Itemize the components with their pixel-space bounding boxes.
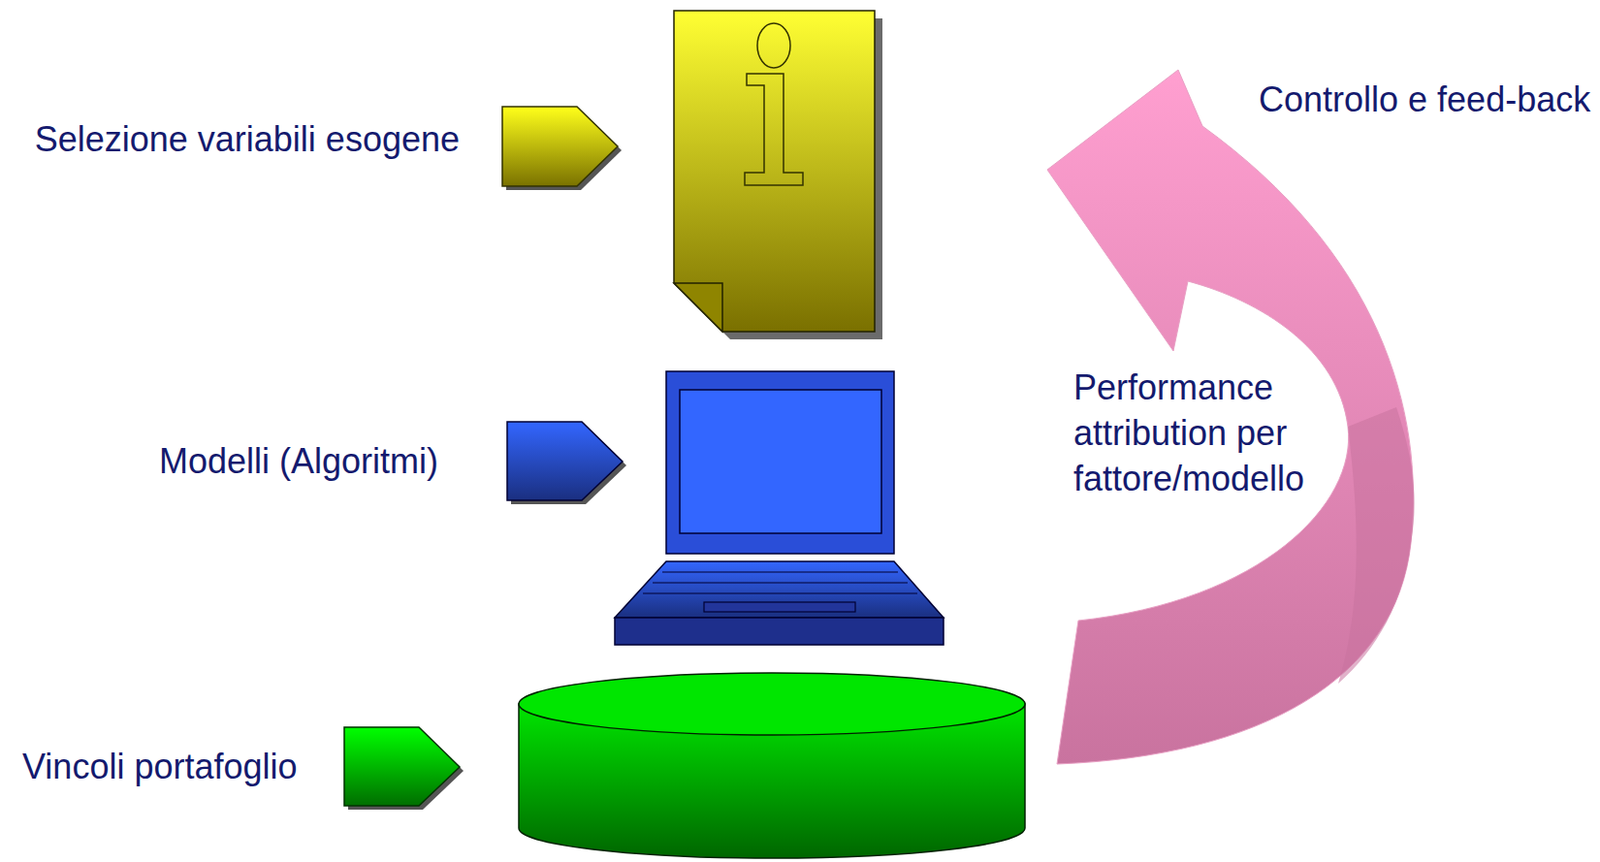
green-tag — [344, 727, 460, 806]
text-label: Performance attribution per fattore/mode… — [1073, 365, 1336, 502]
info-stem — [744, 73, 803, 186]
key-rows — [642, 572, 918, 594]
info-document — [673, 10, 875, 332]
laptop-keyboard — [614, 561, 944, 618]
document-fold — [673, 283, 723, 332]
laptop-lid — [666, 371, 895, 554]
text-label: Modelli (Algoritmi) — [159, 440, 439, 482]
blue-tag — [507, 421, 623, 501]
cylinder-top — [518, 672, 1025, 736]
laptop-touchpad — [704, 602, 856, 612]
text-label: Controllo e feed-back — [1258, 78, 1591, 121]
yellow-tag — [502, 106, 618, 187]
text-label: Vincoli portafoglio — [22, 745, 298, 788]
arrow-side — [1338, 407, 1415, 684]
text-label: Selezione variabili esogene — [34, 118, 460, 160]
laptop-base — [614, 617, 944, 645]
laptop-screen — [679, 389, 882, 534]
info-dot — [757, 23, 791, 68]
